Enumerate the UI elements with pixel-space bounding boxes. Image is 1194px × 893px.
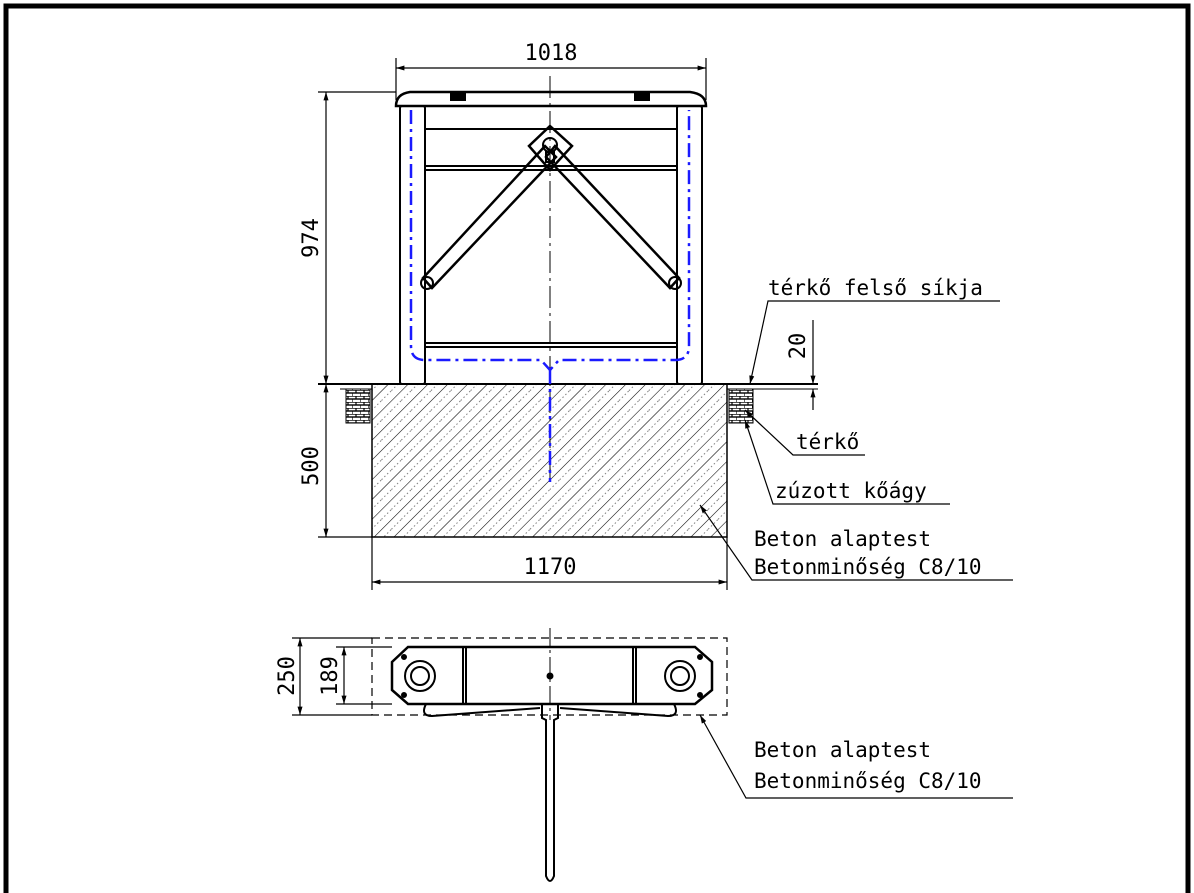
leader-concrete-base-front — [699, 504, 1013, 581]
dim-label-foundation-depth: 500 — [299, 446, 324, 486]
label-concrete-base-top-2: Betonminőség C8/10 — [754, 769, 982, 793]
top-cabinet — [390, 645, 714, 882]
dim-foundation-width — [371, 537, 728, 590]
label-concrete-base-top-1: Beton alaptest — [754, 738, 931, 762]
leader-crushed-stone — [744, 419, 950, 505]
top-foundation-outline — [371, 637, 728, 716]
dim-foundation-depth — [318, 384, 372, 538]
dim-overall-height — [318, 91, 396, 384]
turnstile-body — [394, 90, 708, 385]
dim-label-overall-height: 974 — [299, 218, 324, 258]
leader-paver — [744, 409, 865, 456]
leader-paver-top-plane — [749, 300, 1000, 385]
label-concrete-base-front-2: Betonminőség C8/10 — [754, 555, 982, 579]
dim-label-paver-offset: 20 — [786, 333, 811, 360]
dim-label-foundation-width: 1170 — [524, 555, 577, 580]
drawing-frame — [3, 3, 1191, 893]
label-concrete-base-front-1: Beton alaptest — [754, 527, 931, 551]
dim-label-top-foundation-depth: 250 — [275, 656, 300, 696]
dim-overall-width — [395, 58, 707, 100]
dim-top-cabinet-depth — [336, 646, 392, 705]
paver-right — [728, 388, 754, 424]
dim-label-top-cabinet-depth: 189 — [318, 656, 343, 696]
label-crushed-stone-bed: zúzott kőágy — [775, 479, 927, 503]
top-view: 250 189 Beton alaptest Betonminőség C8/1… — [275, 628, 1013, 882]
dim-label-overall-width: 1018 — [525, 41, 578, 66]
leader-concrete-base-top — [699, 714, 1013, 799]
front-view: 1018 974 500 1170 20 térkő fel — [299, 41, 1013, 590]
dim-top-foundation-depth — [292, 637, 372, 716]
label-paver-top-plane: térkő felső síkja — [768, 276, 983, 300]
label-paver: térkő — [796, 430, 859, 454]
paver-left — [345, 388, 371, 424]
